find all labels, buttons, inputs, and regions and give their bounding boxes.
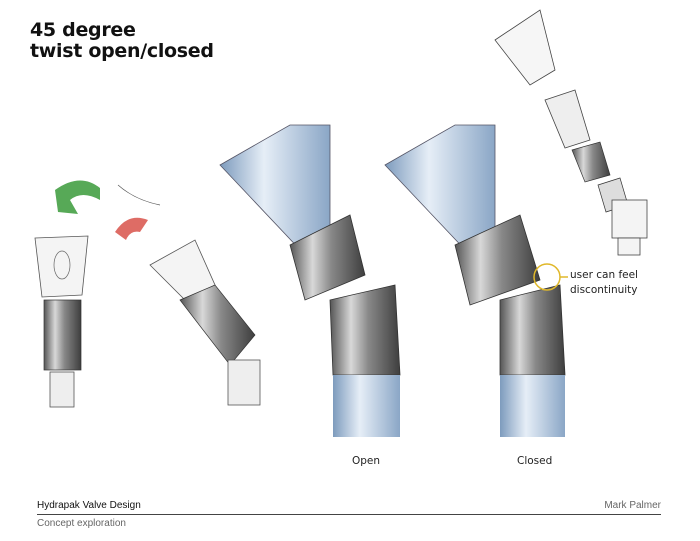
closed-label: Closed bbox=[517, 455, 553, 467]
valve-exploded-view bbox=[494, 9, 648, 256]
valve-render-open bbox=[219, 124, 401, 437]
annotation-line-2: discontinuity bbox=[570, 284, 638, 296]
annotation-line-1: user can feel bbox=[570, 269, 638, 281]
page-title: 45 degree twist open/closed bbox=[30, 20, 214, 62]
footer-subtitle: Concept exploration bbox=[37, 518, 126, 529]
open-label: Open bbox=[352, 455, 381, 467]
twist-open-arrow-icon bbox=[55, 180, 100, 214]
discontinuity-annotation: user can feel discontinuity bbox=[570, 268, 638, 298]
title-line-2: twist open/closed bbox=[30, 40, 214, 62]
twist-close-arrow-icon bbox=[115, 184, 161, 240]
discontinuity-callout bbox=[533, 263, 568, 291]
footer-author: Mark Palmer bbox=[604, 500, 661, 511]
footer-project: Hydrapak Valve Design bbox=[37, 500, 141, 511]
valve-sketch-straight bbox=[34, 235, 89, 408]
valve-render-closed bbox=[384, 124, 566, 437]
title-line-1: 45 degree bbox=[30, 19, 136, 41]
footer-divider bbox=[37, 514, 661, 515]
valve-sketch-bent bbox=[149, 239, 261, 406]
